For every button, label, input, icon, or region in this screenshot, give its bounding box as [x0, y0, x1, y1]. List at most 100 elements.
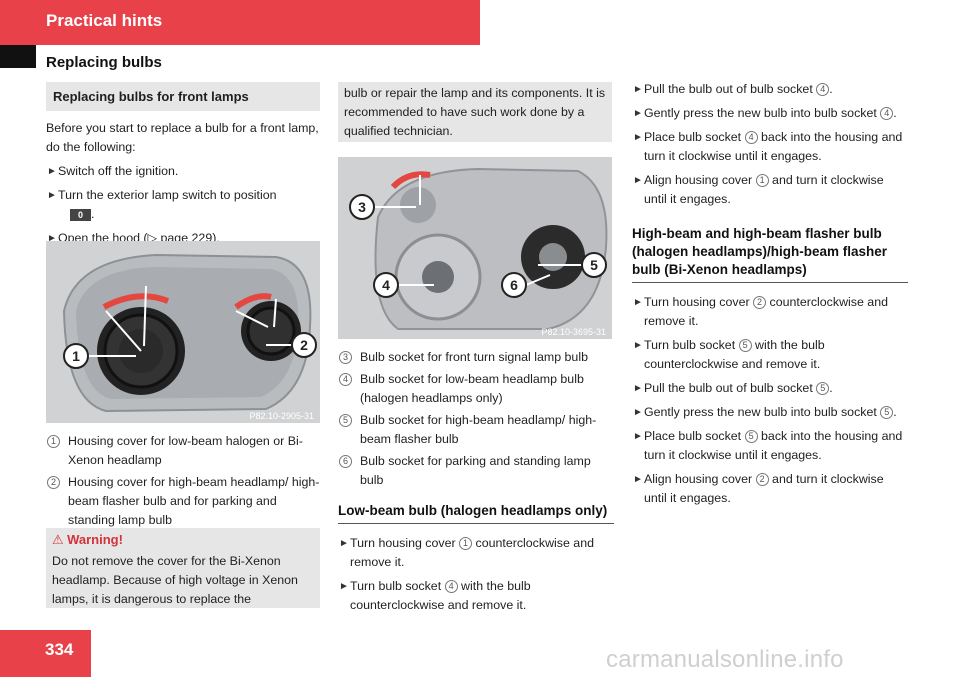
figure-code: P82.10-3695-31	[541, 327, 606, 337]
step-text: Turn housing cover	[644, 295, 750, 309]
step-text: counterclockwise and remove it.	[350, 536, 594, 569]
subheading-high-beam: High-beam and high-beam flasher bulb (ha…	[632, 225, 908, 283]
step-text: Place bulb socket	[644, 429, 742, 443]
callout-number: 2	[47, 476, 60, 489]
step-text: counterclockwise and remove it.	[644, 295, 888, 328]
arrow-icon: ►	[47, 233, 57, 244]
step-text: Place bulb socket	[644, 130, 742, 144]
figure-headlamp-covers: 1 2 P82.10-2905-31	[46, 241, 320, 423]
step-low-beam-1: ►Turn housing cover 1 counterclockwise a…	[338, 534, 614, 572]
step-low-beam-3: ►Pull the bulb out of bulb socket 4.	[632, 80, 908, 99]
callout-number: 1	[459, 537, 473, 550]
callout-number: 4	[880, 107, 894, 120]
warning-triangle-icon: ⚠	[52, 532, 64, 547]
callout-number: 5	[339, 414, 352, 427]
arrow-icon: ►	[633, 108, 643, 119]
callout-number: 5	[744, 430, 758, 443]
svg-text:4: 4	[382, 277, 390, 293]
callout-number: 1	[47, 435, 60, 448]
callout-number: 1	[755, 174, 769, 187]
svg-text:5: 5	[590, 257, 598, 273]
arrow-icon: ►	[633, 132, 643, 143]
figure-code: P82.10-2905-31	[249, 411, 314, 421]
step-text: and turn it clockwise until it engages.	[644, 472, 884, 505]
callout-number: 4	[744, 131, 758, 144]
step-ignition: ►Switch off the ignition.	[46, 162, 320, 181]
step-text: Switch off the ignition.	[58, 164, 179, 178]
step-high-beam-6: ►Align housing cover 2 and turn it clock…	[632, 470, 908, 508]
step-text: back into the housing and turn it clockw…	[644, 130, 903, 163]
caption-text: Bulb socket for parking and standing lam…	[360, 454, 591, 487]
figure-bulb-sockets: 3 4 5 6 P82.10-3695-31	[338, 157, 612, 339]
step-text: Align housing cover	[644, 472, 753, 486]
intro-text: Before you start to replace a bulb for a…	[46, 121, 319, 154]
arrow-icon: ►	[633, 431, 643, 442]
warning-box: ⚠ Warning! Do not remove the cover for t…	[46, 528, 320, 608]
warning-header: ⚠ Warning!	[52, 530, 314, 550]
step-high-beam-4: ►Gently press the new bulb into bulb soc…	[632, 403, 908, 422]
step-text: Turn the exterior lamp switch to positio…	[58, 188, 277, 202]
arrow-icon: ►	[633, 84, 643, 95]
step-text: Turn bulb socket	[350, 579, 442, 593]
watermark: carmanualsonline.info	[606, 646, 844, 673]
step-low-beam-2: ►Turn bulb socket 4 with the bulb counte…	[338, 577, 614, 615]
column-3: ►Pull the bulb out of bulb socket 4. ►Ge…	[632, 80, 908, 508]
page-number-band	[0, 630, 91, 677]
warning-title: Warning!	[67, 532, 123, 547]
caption-6: 6 Bulb socket for parking and standing la…	[338, 452, 614, 490]
chapter-title: Practical hints	[46, 11, 163, 30]
arrow-icon: ►	[47, 166, 57, 177]
caption-text: Bulb socket for high-beam headlamp/ high…	[360, 413, 597, 446]
callout-number: 3	[339, 351, 352, 364]
box-title: Replacing bulbs for front lamps	[46, 82, 320, 111]
section-title: Replacing bulbs	[46, 54, 162, 71]
step-low-beam-6: ►Align housing cover 1 and turn it clock…	[632, 171, 908, 209]
step-high-beam-5: ►Place bulb socket 5 back into the housi…	[632, 427, 908, 465]
headlamp-covers-illustration: 1 2	[46, 241, 320, 423]
arrow-icon: ►	[633, 474, 643, 485]
step-text: Gently press the new bulb into bulb sock…	[644, 405, 877, 419]
subheading-low-beam: Low-beam bulb (halogen headlamps only)	[338, 502, 614, 524]
callout-number: 6	[339, 455, 352, 468]
callout-number: 4	[444, 580, 458, 593]
svg-text:1: 1	[72, 348, 80, 364]
arrow-icon: ►	[633, 407, 643, 418]
step-text: .	[829, 381, 833, 395]
arrow-icon: ►	[633, 340, 643, 351]
callout-number: 5	[816, 382, 830, 395]
header-marker	[0, 45, 36, 68]
step-text: .	[829, 82, 833, 96]
caption-5: 5 Bulb socket for high-beam headlamp/ hig…	[338, 411, 614, 449]
step-high-beam-3: ►Pull the bulb out of bulb socket 5.	[632, 379, 908, 398]
header-band	[0, 0, 480, 45]
arrow-icon: ►	[339, 538, 349, 549]
caption-2: 2 Housing cover for high-beam headlamp/ h…	[46, 473, 320, 530]
step-text: Pull the bulb out of bulb socket	[644, 82, 813, 96]
step-text: Align housing cover	[644, 173, 753, 187]
caption-text: Housing cover for high-beam headlamp/ hi…	[68, 475, 320, 527]
step-text: .	[893, 405, 897, 419]
step-text: .	[893, 106, 897, 120]
step-text: with the bulb counterclockwise and remov…	[350, 579, 531, 612]
warning-continuation-text: bulb or repair the lamp and its componen…	[344, 86, 606, 138]
bulb-sockets-illustration: 3 4 5 6	[338, 157, 612, 339]
callout-number: 4	[816, 83, 830, 96]
arrow-icon: ►	[633, 383, 643, 394]
warning-continuation: bulb or repair the lamp and its componen…	[338, 82, 612, 142]
step-text: Turn housing cover	[350, 536, 456, 550]
step-switch: ►Turn the exterior lamp switch to positi…	[47, 188, 277, 221]
column-1: Replacing bulbs for front lamps Before y…	[46, 82, 320, 248]
callout-number: 5	[738, 339, 752, 352]
step-text: back into the housing and turn it clockw…	[644, 429, 903, 462]
step-text: Pull the bulb out of bulb socket	[644, 381, 813, 395]
caption-text: Bulb socket for low-beam headlamp bulb (…	[360, 372, 584, 405]
step-text: and turn it clockwise until it engages.	[644, 173, 884, 206]
callout-number: 2	[755, 473, 769, 486]
svg-text:6: 6	[510, 277, 518, 293]
step-text: with the bulb counterclockwise and remov…	[644, 338, 825, 371]
